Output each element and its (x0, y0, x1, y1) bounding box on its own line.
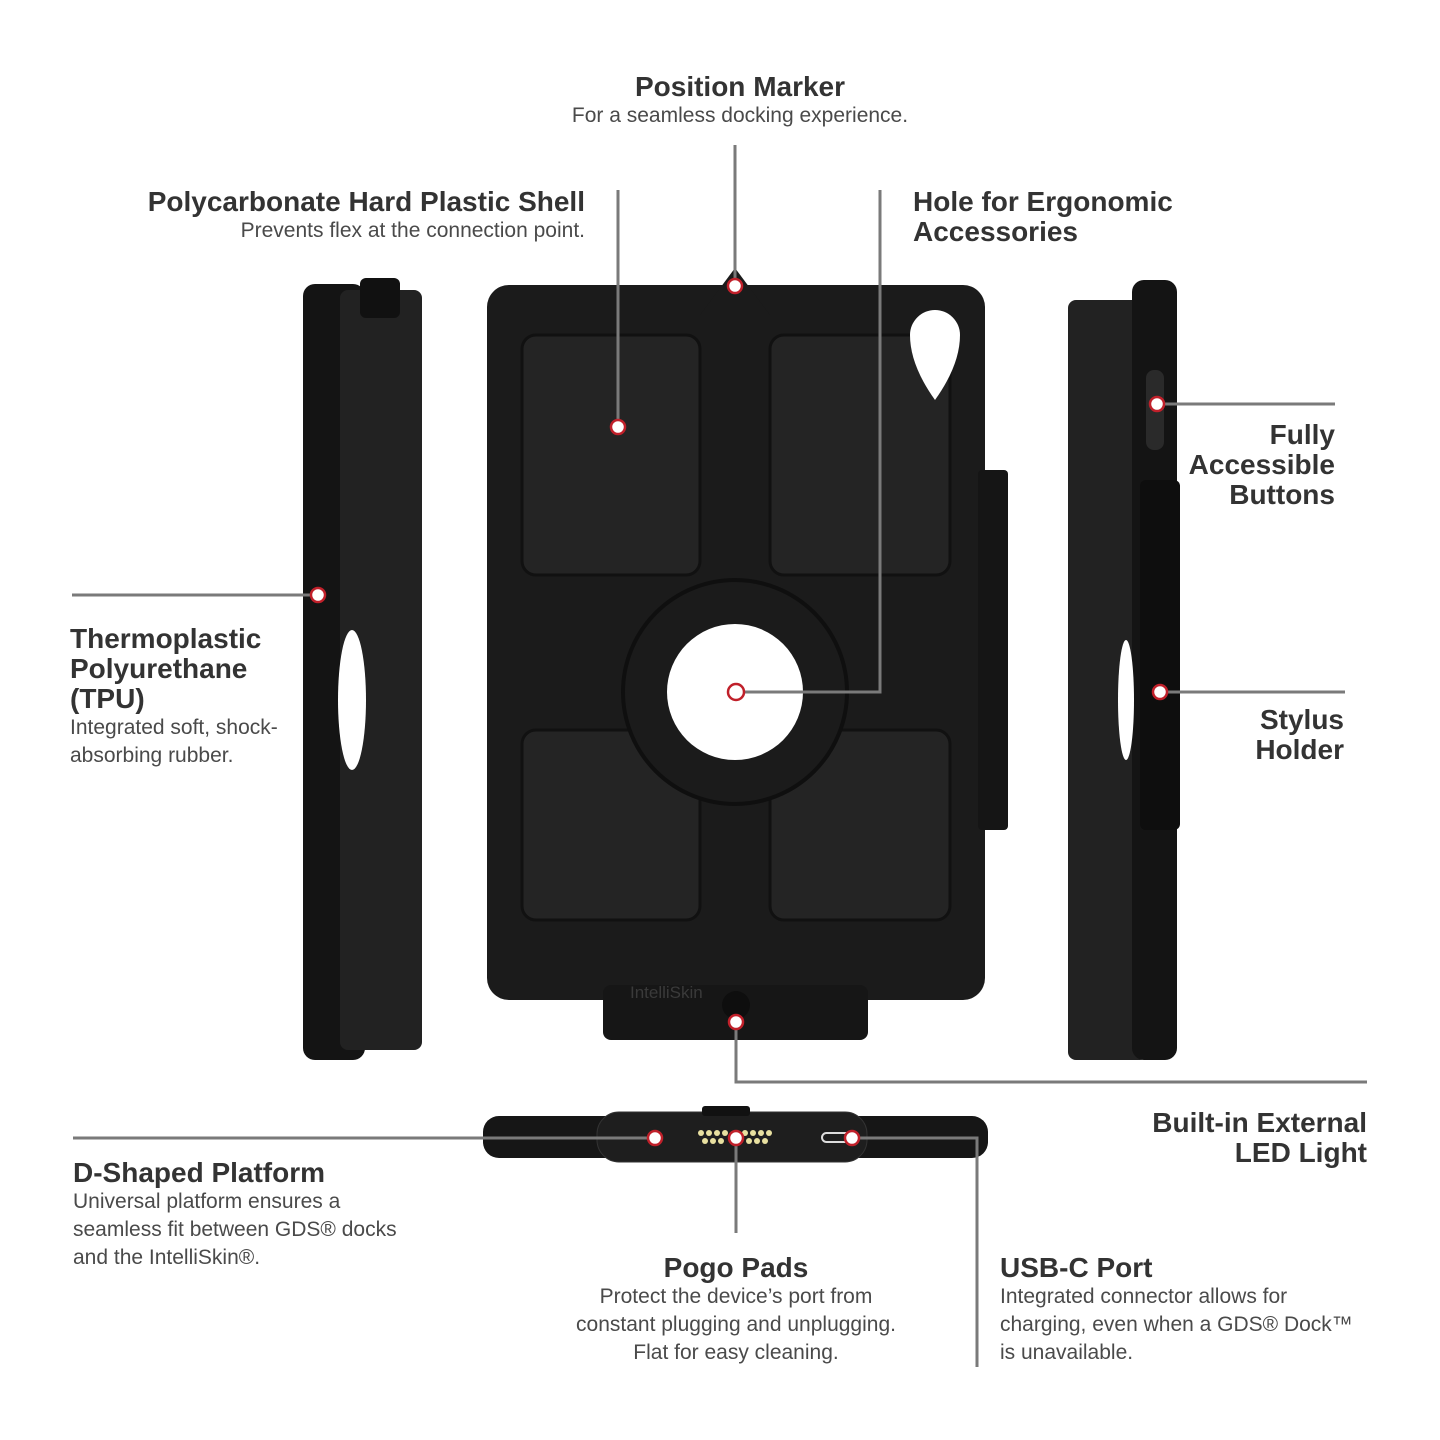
callout-position-marker: Position Marker For a seamless docking e… (490, 72, 990, 130)
callout-title: Polyurethane (70, 653, 248, 684)
callout-title: Hole for Ergonomic (913, 186, 1173, 217)
callout-desc: Integrated connector allows for (1000, 1285, 1288, 1308)
callout-polycarbonate: Polycarbonate Hard Plastic Shell Prevent… (0, 187, 585, 245)
callout-desc: Universal platform ensures a (73, 1190, 341, 1213)
callout-title: Accessories (913, 216, 1079, 247)
callout-led: Built-in External LED Light (1152, 1108, 1367, 1168)
callout-desc: absorbing rubber. (70, 744, 234, 767)
callout-desc: is unavailable. (1000, 1341, 1134, 1364)
marker-pogo (727, 1129, 745, 1147)
callout-desc: Integrated soft, shock- (70, 716, 278, 739)
leader-lines (72, 145, 1367, 1367)
marker-d-platform (646, 1129, 664, 1147)
callout-title: Fully (1269, 419, 1335, 450)
callout-title: Polycarbonate Hard Plastic Shell (147, 186, 585, 217)
back-view: IntelliSkin (487, 268, 1008, 1040)
callout-pogo: Pogo Pads Protect the device’s port from… (536, 1253, 936, 1367)
callout-desc: and the IntelliSkin®. (73, 1246, 261, 1269)
callout-title: Built-in External (1152, 1107, 1367, 1138)
callout-hole: Hole for Ergonomic Accessories (913, 187, 1173, 247)
left-side-view (303, 278, 422, 1060)
right-side-view (1068, 280, 1180, 1060)
callout-title: USB-C Port (1000, 1252, 1153, 1283)
marker-hole (726, 682, 746, 702)
callout-title: (TPU) (70, 683, 145, 714)
marker-stylus (1151, 683, 1169, 701)
callout-desc: Prevents flex at the connection point. (240, 219, 585, 242)
callout-tpu: Thermoplastic Polyurethane (TPU) Integra… (70, 624, 278, 770)
callout-title: D-Shaped Platform (73, 1157, 326, 1188)
marker-position (726, 277, 744, 295)
callout-title: Stylus (1259, 704, 1344, 735)
callout-title: Holder (1255, 734, 1344, 765)
callout-desc: constant plugging and unplugging. (576, 1313, 896, 1336)
marker-led (727, 1013, 745, 1031)
callout-title: Position Marker (634, 71, 846, 102)
callout-title: LED Light (1234, 1137, 1367, 1168)
callout-desc: seamless fit between GDS® docks (73, 1218, 397, 1241)
callout-title: Buttons (1229, 479, 1335, 510)
markers (309, 277, 1169, 1147)
intelliskin-logo: IntelliSkin (630, 983, 703, 1002)
callout-stylus: Stylus Holder (1255, 705, 1344, 765)
callout-desc: Protect the device’s port from (599, 1285, 873, 1308)
callout-desc: Flat for easy cleaning. (633, 1341, 839, 1364)
callout-title: Accessible (1188, 449, 1335, 480)
marker-shell (609, 418, 627, 436)
callout-usbc: USB-C Port Integrated connector allows f… (1000, 1253, 1353, 1367)
callout-title: Thermoplastic (70, 623, 262, 654)
callout-title: Pogo Pads (663, 1252, 809, 1283)
pogo-pads (698, 1130, 772, 1144)
callout-d-platform: D-Shaped Platform Universal platform ens… (73, 1158, 397, 1272)
marker-buttons (1148, 395, 1166, 413)
callout-buttons: Fully Accessible Buttons (1189, 420, 1335, 510)
marker-tpu (309, 586, 327, 604)
marker-usbc (843, 1129, 861, 1147)
callout-desc: For a seamless docking experience. (571, 104, 909, 127)
callout-desc: charging, even when a GDS® Dock™ (1000, 1313, 1353, 1336)
